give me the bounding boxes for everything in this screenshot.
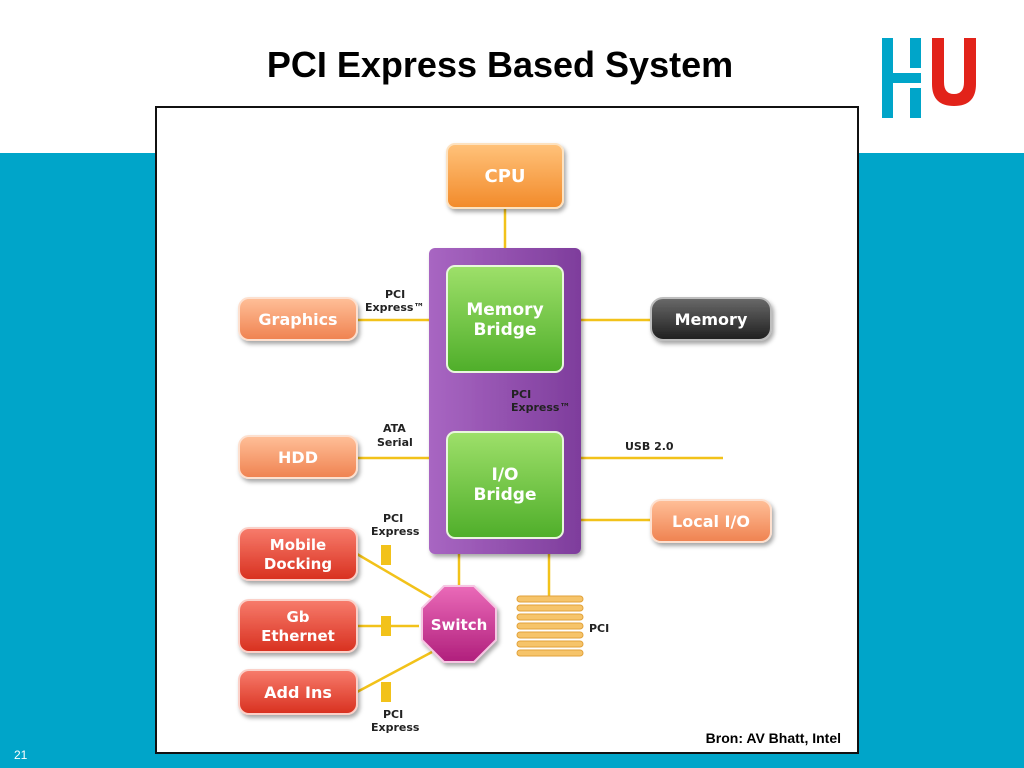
edge-pcie-bridge-1: PCI [511,388,531,401]
edge-pcie-mobile-1: PCI [383,512,403,525]
hdd-label: HDD [278,448,318,467]
logo-bar-mid-top [910,38,921,68]
gb-ethernet-box[interactable]: Gb Ethernet [238,599,358,653]
memory-label: Memory [675,310,748,329]
pci-slots-stack[interactable] [516,595,584,657]
slide-title: PCI Express Based System [266,44,734,85]
logo-bar-mid-bottom [910,88,921,118]
io-bridge-label-2: Bridge [473,485,536,505]
edge-pcie-addins-1: PCI [383,708,403,721]
memory-box[interactable]: Memory [650,297,772,341]
graphics-label: Graphics [258,310,337,329]
gb-ethernet-label-1: Gb [286,608,309,626]
add-ins-label: Add Ins [264,683,332,702]
edge-usb-label: USB 2.0 [625,440,674,453]
memory-bridge-box[interactable]: Memory Bridge [446,265,564,373]
memory-bridge-label-2: Bridge [473,320,536,340]
gb-ethernet-label-2: Ethernet [261,627,335,645]
edge-pcie-bridge-2: Express™ [511,401,570,414]
logo-u [932,38,976,106]
cpu-label: CPU [484,166,525,187]
connector-addins [381,682,391,702]
cpu-box[interactable]: CPU [446,143,564,209]
pcie-connectors [381,545,391,702]
edge-pcie-addins-2: Express [371,721,420,734]
switch-octagon[interactable]: Switch [421,585,497,663]
connector-mobile [381,545,391,565]
io-bridge-label-1: I/O [492,465,519,485]
edge-ata-serial-1: ATA [383,422,406,435]
add-ins-box[interactable]: Add Ins [238,669,358,715]
edge-pcie-graphics-2: Express™ [365,301,424,314]
local-io-box[interactable]: Local I/O [650,499,772,543]
hu-logo [882,38,976,118]
edge-pcie-mobile-2: Express [371,525,420,538]
hdd-box[interactable]: HDD [238,435,358,479]
local-io-label: Local I/O [672,512,750,531]
io-bridge-box[interactable]: I/O Bridge [446,431,564,539]
logo-bar-cross [882,73,921,83]
diagram-panel: Memory Bridge I/O Bridge CPU Graphics HD… [155,106,859,754]
memory-bridge-label-1: Memory [466,300,543,320]
pci-express-diagram: Memory Bridge I/O Bridge CPU Graphics HD… [238,143,772,734]
line-addins-switch [356,650,433,694]
edge-pcie-graphics-1: PCI [385,288,405,301]
edge-ata-serial-2: Serial [377,436,413,449]
mobile-docking-label-1: Mobile [270,536,326,554]
pci-slots-label: PCI [589,622,609,635]
graphics-box[interactable]: Graphics [238,297,358,341]
source-credit: Bron: AV Bhatt, Intel [705,730,841,746]
switch-label: Switch [431,616,488,634]
line-mobile-switch [356,552,433,600]
connector-ethernet [381,616,391,636]
mobile-docking-label-2: Docking [264,555,332,573]
slide-number: 21 [14,748,28,762]
mobile-docking-box[interactable]: Mobile Docking [238,527,358,581]
